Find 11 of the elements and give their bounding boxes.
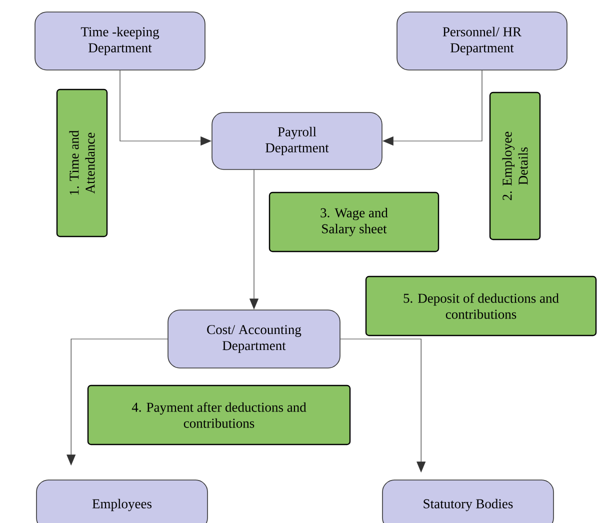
step-box: 4. Payment after deductions and contributions xyxy=(87,384,351,446)
department-box: Personnel/ HR Department xyxy=(396,12,568,70)
department-box: Cost/ Accounting Department xyxy=(168,310,340,368)
department-box: Time -keeping Department xyxy=(34,12,206,70)
step-box: 2. Employee Details xyxy=(489,92,541,240)
department-box: Payroll Department xyxy=(212,112,382,170)
step-box: 5. Deposit of deductions and contributions xyxy=(365,276,597,336)
department-box: Employees xyxy=(36,480,208,523)
step-box: 3. Wage and Salary sheet xyxy=(268,192,440,252)
department-box: Statutory Bodies xyxy=(382,480,554,523)
step-box: 1. Time and Attendance xyxy=(56,88,108,238)
